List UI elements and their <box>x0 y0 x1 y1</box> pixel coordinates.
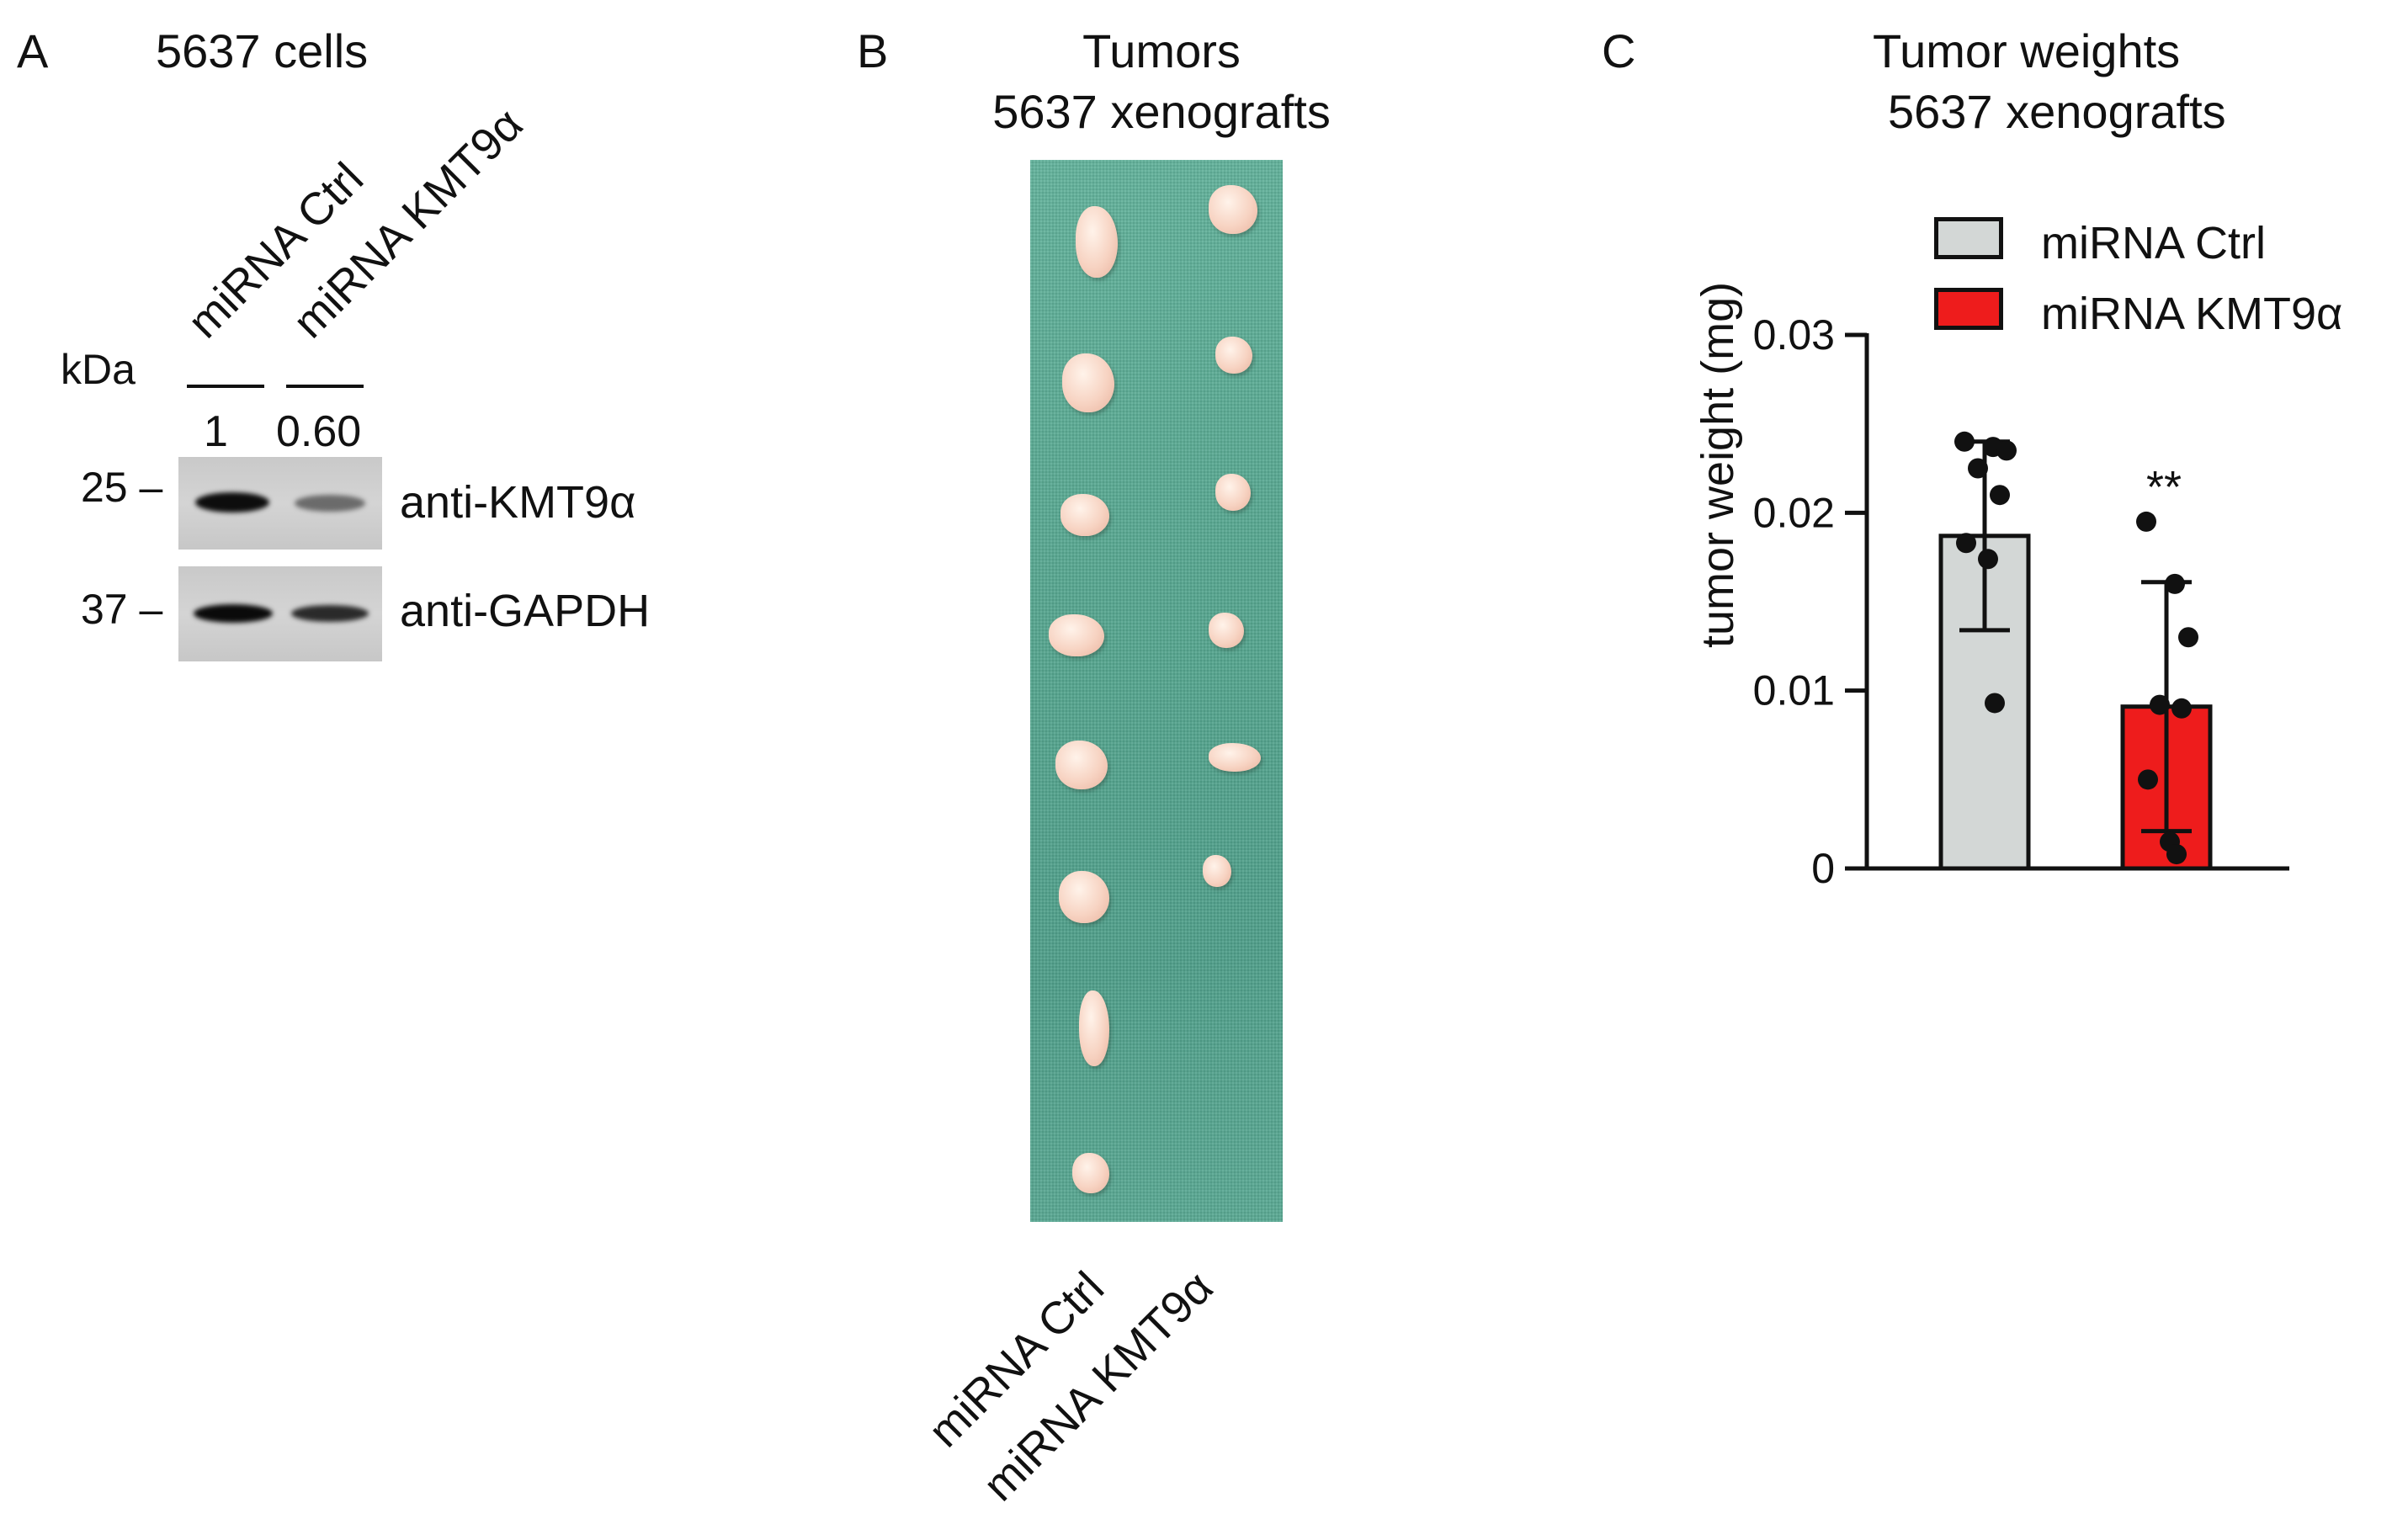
ratio-ctrl: 1 <box>204 407 228 456</box>
significance-marker: ** <box>2146 461 2182 512</box>
mw-marker-37: 37 – <box>81 586 163 633</box>
data-point <box>1978 549 1998 570</box>
data-point <box>1968 458 1988 479</box>
blot-kmt9a-strip <box>178 457 382 550</box>
y-tick-label: 0.02 <box>1753 489 1835 536</box>
y-tick-label: 0.01 <box>1753 667 1835 714</box>
kda-label: kDa <box>61 346 136 393</box>
panel-b-title-line2: 5637 xenografts <box>992 85 1331 138</box>
tumor-kmt9a-1 <box>1209 185 1257 234</box>
legend-swatch-ctrl <box>1934 217 2003 259</box>
band-gapdh-knockdown <box>291 605 369 622</box>
blot-gapdh-strip <box>178 566 382 661</box>
band-kmt9a-ctrl <box>195 492 269 512</box>
tumor-ctrl-5 <box>1055 741 1108 789</box>
legend-swatch-kmt9a <box>1934 288 2003 330</box>
band-kmt9a-knockdown <box>295 495 365 512</box>
y-tick-label: 0.03 <box>1753 311 1835 358</box>
tumor-kmt9a-4 <box>1209 613 1244 648</box>
lane-bar-ctrl <box>187 385 264 388</box>
tumor-ctrl-3 <box>1060 494 1109 536</box>
data-point <box>2178 627 2198 648</box>
data-point <box>2138 769 2158 790</box>
data-point <box>2136 511 2156 532</box>
tumor-kmt9a-5 <box>1209 743 1261 772</box>
mw-marker-25: 25 – <box>81 464 163 511</box>
tumor-ctrl-8 <box>1072 1153 1109 1193</box>
tumor-ctrl-2 <box>1062 353 1114 412</box>
tumor-ctrl-7 <box>1079 990 1109 1066</box>
data-point <box>1956 533 1976 554</box>
tumor-ctrl-4 <box>1049 614 1104 656</box>
lane-bar-kmt9a <box>286 385 364 388</box>
panel-c-title-line1: Tumor weights <box>1873 24 2181 77</box>
data-point <box>2165 573 2185 594</box>
data-point <box>1996 440 2017 461</box>
panel-c-letter: C <box>1602 24 1636 77</box>
data-point <box>1990 485 2010 506</box>
ratio-kmt9a: 0.60 <box>276 407 362 456</box>
panel-a-title: 5637 cells <box>156 24 369 77</box>
data-point <box>1985 693 2005 714</box>
legend-label-ctrl: miRNA Ctrl <box>2041 218 2266 268</box>
tumor-kmt9a-6 <box>1203 855 1231 887</box>
y-tick-label: 0 <box>1811 845 1835 892</box>
panel-b-title-line1: Tumors <box>1082 24 1241 77</box>
blot-label-kmt9a: anti-KMT9α <box>400 477 636 528</box>
legend-label-kmt9a: miRNA KMT9α <box>2041 289 2343 339</box>
tumor-kmt9a-3 <box>1215 474 1251 511</box>
tumor-ctrl-1 <box>1076 206 1118 278</box>
tumor-photo <box>1030 160 1283 1222</box>
blot-label-gapdh: anti-GAPDH <box>400 586 651 636</box>
panel-a-letter: A <box>17 24 49 77</box>
data-point <box>2171 698 2192 719</box>
data-point <box>2166 844 2187 865</box>
tumor-kmt9a-2 <box>1215 337 1252 374</box>
data-point <box>2150 694 2170 715</box>
data-point <box>1954 431 1975 452</box>
panel-b-letter: B <box>857 24 889 77</box>
band-gapdh-ctrl <box>194 604 273 623</box>
bar-chart: 0 0.01 0.02 0.03 <box>1753 311 2289 892</box>
panel-c-title-line2: 5637 xenografts <box>1888 85 2226 138</box>
tumor-ctrl-6 <box>1059 871 1109 923</box>
